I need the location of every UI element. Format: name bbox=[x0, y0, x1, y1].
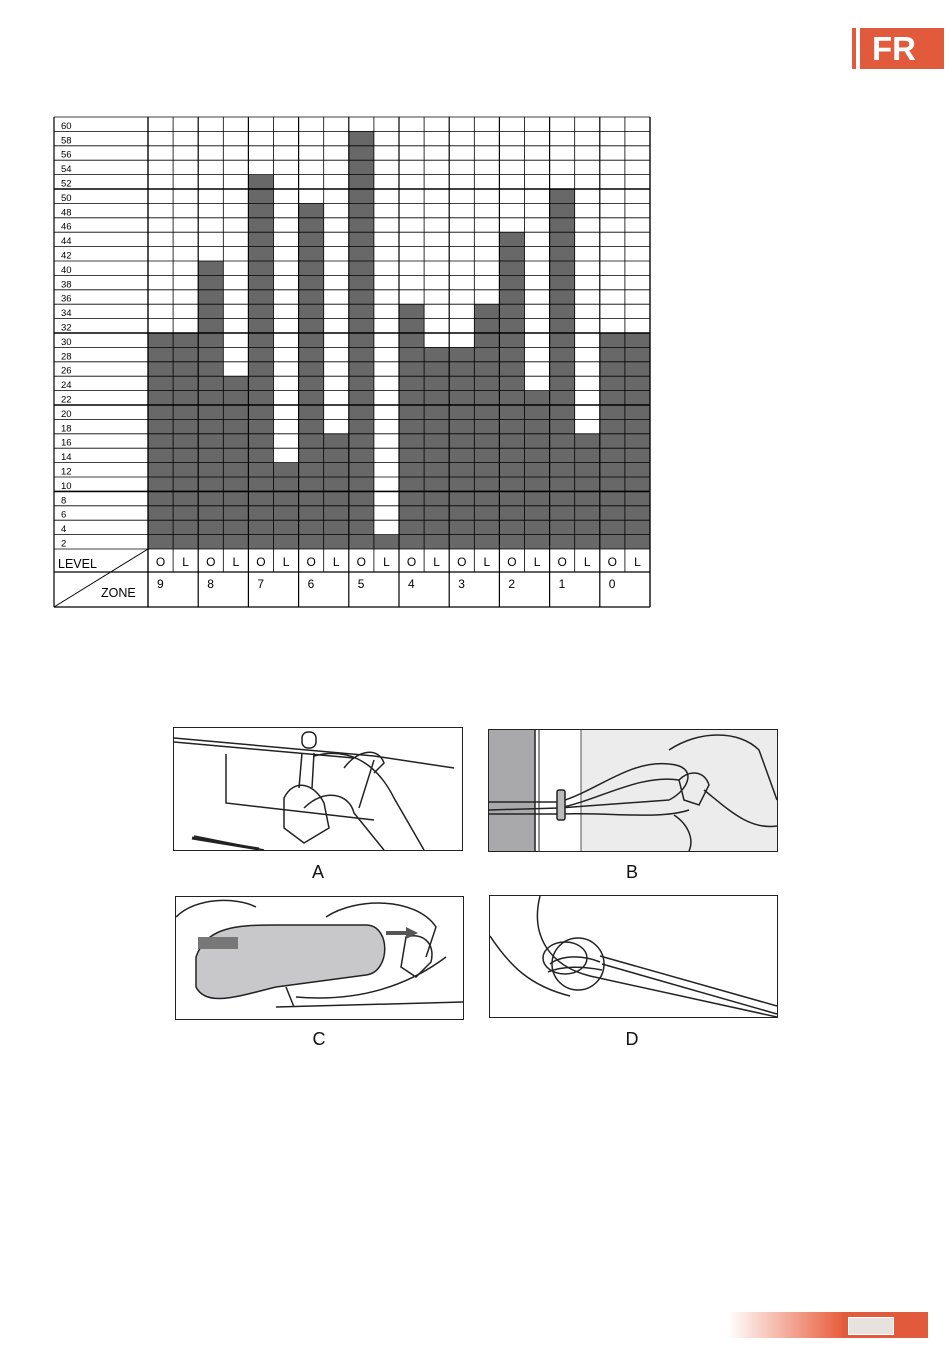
y-tick-label: 28 bbox=[61, 351, 72, 362]
y-tick-label: 56 bbox=[61, 150, 72, 161]
level-column-label: L bbox=[233, 555, 240, 569]
y-tick-label: 44 bbox=[61, 236, 72, 247]
y-tick-label: 4 bbox=[61, 524, 66, 535]
level-column-label: O bbox=[407, 555, 416, 569]
figure-d-frame bbox=[489, 895, 778, 1018]
y-tick-label: 38 bbox=[61, 279, 72, 290]
level-column-label: O bbox=[156, 555, 165, 569]
zone-label: 3 bbox=[458, 577, 465, 591]
level-column-label: O bbox=[357, 555, 366, 569]
y-tick-label: 10 bbox=[61, 481, 72, 492]
chart-bar bbox=[173, 333, 198, 549]
y-tick-label: 8 bbox=[61, 495, 66, 506]
level-column-label: O bbox=[608, 555, 617, 569]
level-column-label: L bbox=[182, 555, 189, 569]
valve-insertion-illustration-icon bbox=[174, 728, 462, 850]
y-tick-label: 24 bbox=[61, 380, 72, 391]
level-column-label: L bbox=[634, 555, 641, 569]
zone-label: 4 bbox=[408, 577, 415, 591]
y-tick-label: 12 bbox=[61, 467, 72, 478]
level-column-label: L bbox=[584, 555, 591, 569]
cylinder-cord-illustration-icon bbox=[176, 897, 463, 1019]
chart-bar bbox=[349, 131, 374, 549]
level-column-label: L bbox=[333, 555, 340, 569]
footer-gradient bbox=[728, 1312, 842, 1338]
figure-d-label: D bbox=[612, 1029, 652, 1050]
level-column-label: L bbox=[534, 555, 541, 569]
chart-bar bbox=[525, 391, 550, 549]
y-tick-label: 54 bbox=[61, 164, 72, 175]
cord-loop-illustration-icon bbox=[489, 730, 777, 851]
zone-axis-label: ZONE bbox=[101, 586, 136, 600]
y-tick-label: 2 bbox=[61, 539, 66, 550]
level-column-label: O bbox=[457, 555, 466, 569]
y-tick-label: 42 bbox=[61, 251, 72, 262]
chart-bar bbox=[374, 535, 399, 549]
y-tick-label: 40 bbox=[61, 265, 72, 276]
zone-label: 7 bbox=[257, 577, 264, 591]
chart-bar bbox=[148, 333, 173, 549]
zone-label: 2 bbox=[508, 577, 515, 591]
y-tick-label: 34 bbox=[61, 308, 72, 319]
level-column-label: L bbox=[283, 555, 290, 569]
figure-a-label: A bbox=[298, 862, 338, 883]
y-tick-label: 58 bbox=[61, 135, 72, 146]
y-tick-label: 52 bbox=[61, 179, 72, 190]
y-tick-label: 26 bbox=[61, 366, 72, 377]
y-tick-label: 30 bbox=[61, 337, 72, 348]
y-tick-label: 14 bbox=[61, 452, 72, 463]
level-column-label: O bbox=[256, 555, 265, 569]
level-column-label: L bbox=[383, 555, 390, 569]
figure-b-label: B bbox=[612, 862, 652, 883]
zone-label: 0 bbox=[609, 577, 616, 591]
chart-bar bbox=[399, 304, 424, 549]
zone-label: 9 bbox=[157, 577, 164, 591]
level-column-label: O bbox=[306, 555, 315, 569]
chart-bar bbox=[474, 304, 499, 549]
figure-b-frame bbox=[488, 729, 778, 852]
zone-label: 1 bbox=[559, 577, 566, 591]
y-tick-label: 60 bbox=[61, 121, 72, 132]
zone-label: 5 bbox=[358, 577, 365, 591]
page-number-field bbox=[848, 1317, 894, 1335]
chart-bar bbox=[600, 333, 625, 549]
figure-c-frame bbox=[175, 896, 464, 1020]
y-tick-label: 36 bbox=[61, 294, 72, 305]
y-tick-label: 46 bbox=[61, 222, 72, 233]
zone-label: 6 bbox=[308, 577, 315, 591]
cord-knot-illustration-icon bbox=[490, 896, 777, 1017]
level-zone-chart: 6058565452504846444240383634323028262422… bbox=[0, 0, 950, 620]
level-column-label: L bbox=[484, 555, 491, 569]
y-tick-label: 48 bbox=[61, 207, 72, 218]
y-tick-label: 6 bbox=[61, 510, 66, 521]
y-tick-label: 16 bbox=[61, 438, 72, 449]
level-column-label: O bbox=[557, 555, 566, 569]
y-tick-label: 22 bbox=[61, 395, 72, 406]
y-tick-label: 20 bbox=[61, 409, 72, 420]
level-column-label: L bbox=[433, 555, 440, 569]
level-column-label: O bbox=[507, 555, 516, 569]
chart-bar bbox=[625, 333, 650, 549]
figure-c-label: C bbox=[299, 1029, 339, 1050]
level-axis-label: LEVEL bbox=[58, 557, 97, 571]
level-column-label: O bbox=[206, 555, 215, 569]
chart-bar bbox=[550, 189, 575, 549]
y-tick-label: 18 bbox=[61, 423, 72, 434]
zone-label: 8 bbox=[207, 577, 214, 591]
page-number-box bbox=[842, 1312, 928, 1338]
y-tick-label: 32 bbox=[61, 323, 72, 334]
y-tick-label: 50 bbox=[61, 193, 72, 204]
figure-a-frame bbox=[173, 727, 463, 851]
